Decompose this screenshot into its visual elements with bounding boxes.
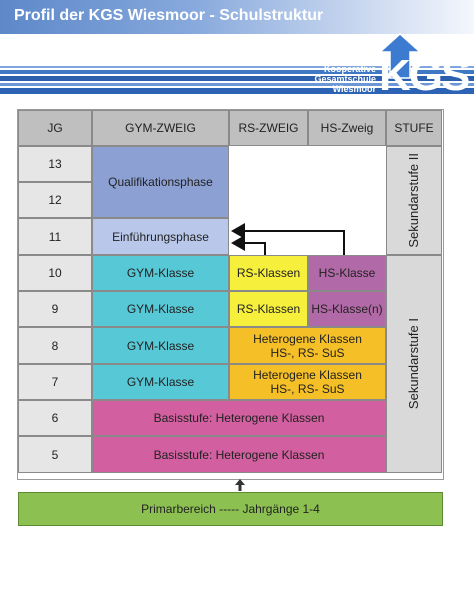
header-band: Profil der KGS Wiesmoor - Schulstruktur [0, 0, 474, 34]
year-cell: 10 [18, 255, 92, 291]
year-cell: 5 [18, 436, 92, 473]
kgs-logo-arrow-icon [378, 32, 422, 79]
logo-line-1: Kooperative [323, 64, 376, 74]
header-hs: HS-Zweig [308, 110, 386, 146]
header-stripe [0, 70, 474, 74]
year-cell: 11 [18, 218, 92, 255]
year-cell: 9 [18, 291, 92, 327]
header-stripe [0, 76, 474, 81]
basisstufe-cell: Basisstufe: Heterogene Klassen [92, 436, 386, 473]
kgs-logo-text: Kooperative Gesamtschule Wiesmoor [314, 64, 376, 94]
basisstufe-cell: Basisstufe: Heterogene Klassen [92, 400, 386, 436]
header-jg: JG [18, 110, 92, 146]
rs-klassen-cell: RS-Klassen [229, 291, 308, 327]
gym-klasse-cell: GYM-Klasse [92, 291, 229, 327]
sekundarstufe-ii-cell: Sekundarstufe II [386, 146, 442, 255]
rs-klassen-cell: RS-Klassen [229, 255, 308, 291]
year-cell: 13 [18, 146, 92, 182]
rs-to-einfuehrung-arrow [231, 235, 266, 255]
einfuehrungsphase-cell: Einführungsphase [92, 218, 229, 255]
header-stufe: STUFE [386, 110, 442, 146]
header-gym: GYM-ZWEIG [92, 110, 229, 146]
logo-line-2: Gesamtschule [314, 74, 376, 84]
page-title: Profil der KGS Wiesmoor - Schulstruktur [14, 7, 324, 24]
qualifikationsphase-cell: Qualifikationsphase [92, 146, 229, 218]
heterogene-line-2: HS-, RS- SuS [270, 382, 345, 396]
heterogene-line-2: HS-, RS- SuS [270, 345, 345, 360]
heterogene-line-1: Heterogene Klassen [253, 368, 362, 382]
gym-klasse-cell: GYM-Klasse [92, 327, 229, 364]
year-cell: 8 [18, 327, 92, 364]
year-cell: 12 [18, 182, 92, 218]
hs-to-einfuehrung-arrow [231, 223, 345, 255]
year-cell: 6 [18, 400, 92, 436]
sekundarstufe-i-cell: Sekundarstufe I [386, 255, 442, 473]
header-rs: RS-ZWEIG [229, 110, 308, 146]
gym-klasse-cell: GYM-Klasse [92, 255, 229, 291]
primarbereich-box: Primarbereich ----- Jahrgänge 1-4 [18, 492, 443, 526]
header-stripe [0, 88, 474, 94]
gym-klasse-cell: GYM-Klasse [92, 364, 229, 400]
header-stripe [0, 66, 474, 68]
heterogene-line-1: Heterogene Klassen [253, 331, 362, 346]
heterogene-klassen-cell: Heterogene Klassen HS-, RS- SuS [229, 327, 386, 364]
up-arrow-icon [235, 479, 245, 491]
kgs-logo: KGS [379, 51, 470, 100]
hs-klasse-cell: HS-Klasse [308, 255, 386, 291]
logo-line-3: Wiesmoor [332, 84, 376, 94]
header-stripe [0, 83, 474, 86]
hs-klasse-cell: HS-Klasse(n) [308, 291, 386, 327]
year-cell: 7 [18, 364, 92, 400]
heterogene-klassen-cell: Heterogene Klassen HS-, RS- SuS [229, 364, 386, 400]
